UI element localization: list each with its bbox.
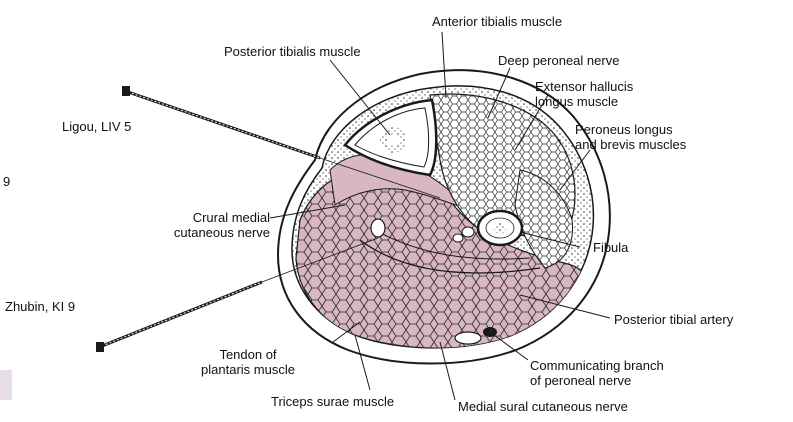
corner-swatch xyxy=(0,370,12,400)
figure-number: 9 xyxy=(3,174,11,189)
label-communicating-line1: Communicating branch xyxy=(530,358,664,373)
label-anterior-tibialis: Anterior tibialis muscle xyxy=(432,14,563,29)
label-extensor-hallucis-line1: Extensor hallucis xyxy=(535,79,634,94)
label-ligou: Ligou, LIV 5 xyxy=(62,119,132,134)
label-medial-sural: Medial sural cutaneous nerve xyxy=(458,399,628,414)
label-extensor-hallucis-line2: longus muscle xyxy=(535,94,619,109)
label-triceps-surae: Triceps surae muscle xyxy=(271,394,395,409)
label-peroneus: Peroneus longus and brevis muscles xyxy=(575,122,686,152)
leader-lines xyxy=(269,31,611,401)
label-crural-line1: Crural medial xyxy=(192,210,270,225)
tibia-marrow xyxy=(380,127,406,153)
label-crural-medial: Crural medial cutaneous nerve xyxy=(140,210,270,240)
label-tendon-plantaris: Tendon of plantaris muscle xyxy=(178,347,318,377)
label-extensor-hallucis: Extensor hallucis longus muscle xyxy=(535,79,633,109)
label-peroneus-line1: Peroneus longus xyxy=(575,122,673,137)
zhubin-needle xyxy=(96,237,379,352)
label-communicating-line2: of peroneal nerve xyxy=(530,373,632,388)
label-communicating-branch: Communicating branch of peroneal nerve xyxy=(530,358,664,388)
label-crural-line2: cutaneous nerve xyxy=(173,225,270,240)
label-zhubin: Zhubin, KI 9 xyxy=(5,299,76,314)
label-posterior-tibial-artery: Posterior tibial artery xyxy=(614,312,734,327)
label-tendon-line2: plantaris muscle xyxy=(201,362,295,377)
label-peroneus-line2: and brevis muscles xyxy=(575,137,687,152)
label-posterior-tibialis: Posterior tibialis muscle xyxy=(224,44,361,59)
neurovascular-bundle xyxy=(370,218,497,345)
ligou-needle xyxy=(122,86,441,199)
label-deep-peroneal: Deep peroneal nerve xyxy=(498,53,620,68)
label-fibula: Fibula xyxy=(593,240,629,255)
label-tendon-line1: Tendon of xyxy=(219,347,277,362)
